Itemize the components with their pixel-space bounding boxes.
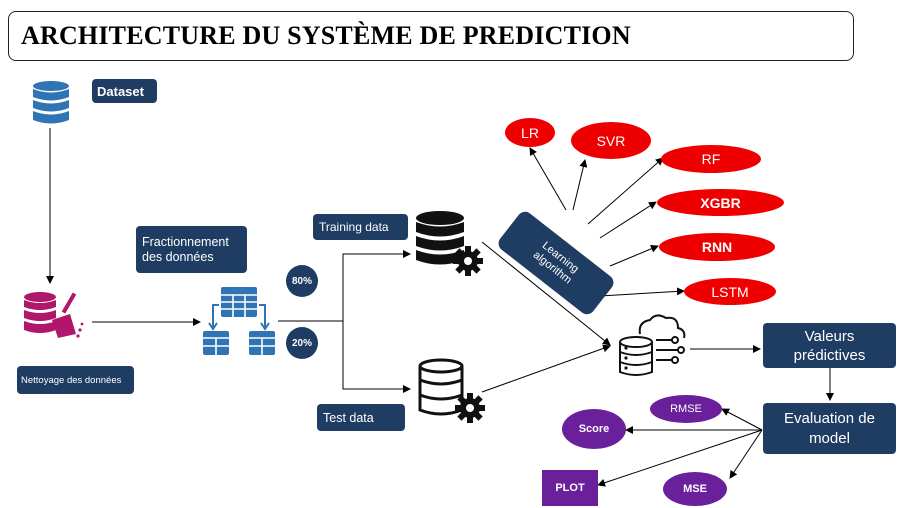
- test-label: Test data: [317, 404, 405, 431]
- arrow-to-rf: [587, 157, 664, 225]
- diagram-title: ARCHITECTURE DU SYSTÈME DE PREDICTION: [21, 21, 631, 50]
- evaluation-box: Evaluation de model: [763, 403, 896, 454]
- database-gear-icon: [416, 211, 483, 276]
- arrow-to-xgbr: [599, 201, 657, 239]
- title-box: ARCHITECTURE DU SYSTÈME DE PREDICTION: [8, 11, 854, 61]
- algo-svr: SVR: [571, 122, 651, 159]
- metric-mse: MSE: [663, 472, 727, 506]
- algo-xgbr: XGBR: [657, 189, 784, 216]
- data-cleaning-icon: [24, 292, 84, 338]
- arrow-eval-to-mse: [729, 429, 763, 479]
- arrow-to-rnn: [609, 245, 659, 267]
- predictive-values-box: Valeurs prédictives: [763, 323, 896, 368]
- algo-lr: LR: [505, 118, 555, 147]
- cleaning-label: Nettoyage des données: [17, 366, 134, 394]
- cloud-database-icon: [619, 314, 686, 376]
- metric-score: Score: [562, 409, 626, 449]
- arrow-eval-to-plot: [597, 429, 763, 487]
- database-icon: [33, 81, 69, 124]
- arrow-eval-to-rmse: [721, 408, 763, 431]
- arrow-test-to-model: [481, 344, 611, 393]
- arrow-to-lstm: [599, 287, 685, 297]
- split-label: Fractionnement des données: [136, 226, 247, 273]
- metric-rmse: RMSE: [650, 395, 722, 423]
- pct-test-badge: 20%: [286, 327, 318, 359]
- arrow-training-to-model: [481, 241, 611, 346]
- algo-rf: RF: [661, 145, 761, 173]
- database-gear-outline-icon: [418, 358, 485, 423]
- algo-rnn: RNN: [659, 233, 775, 261]
- metric-plot: PLOT: [542, 470, 598, 506]
- pct-train-badge: 80%: [286, 265, 318, 297]
- arrow-to-lr: [529, 147, 567, 211]
- dataset-label: Dataset: [92, 79, 157, 103]
- arrow-to-training: [342, 250, 411, 321]
- training-label: Training data: [313, 214, 408, 240]
- arrow-to-test: [342, 321, 411, 393]
- algo-lstm: LSTM: [684, 278, 776, 305]
- table-split-icon: [203, 287, 275, 355]
- arrow-to-svr: [572, 159, 588, 211]
